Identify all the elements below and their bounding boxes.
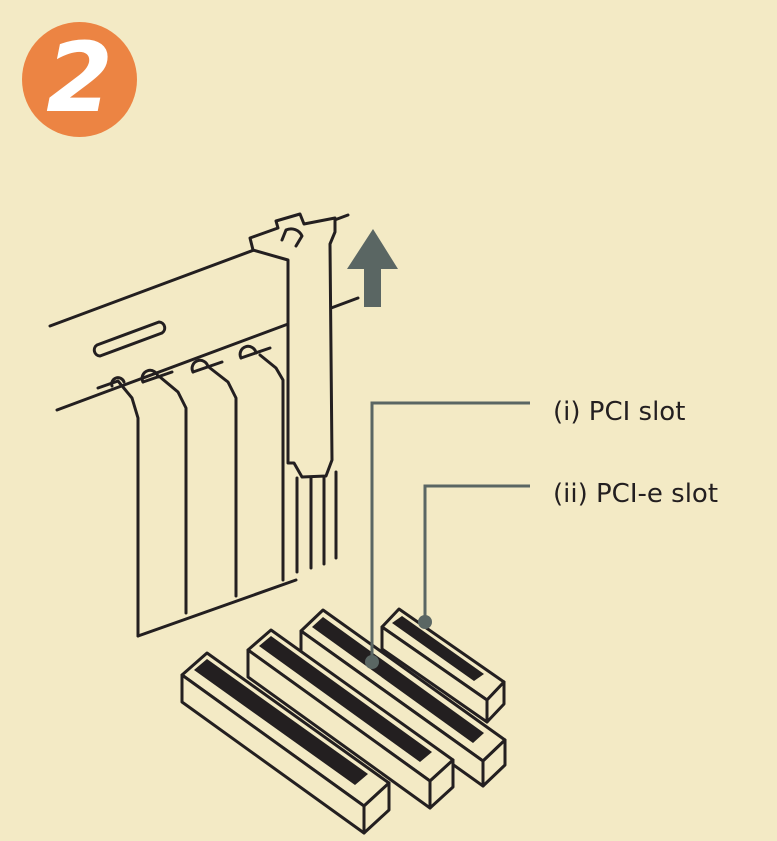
step-number: 2 [46, 22, 113, 134]
slot-pci-1 [180, 651, 391, 835]
up-arrow-icon [347, 229, 398, 307]
removed-bracket [248, 212, 337, 479]
slot-pci-2 [246, 628, 455, 810]
slot-covers [96, 344, 338, 638]
pci-slot-label: (i) PCI slot [553, 397, 686, 427]
slot-pcie [380, 607, 506, 724]
callout-pcie [418, 484, 530, 629]
callout-pci [365, 401, 530, 669]
pcie-slot-label: (ii) PCI-e slot [553, 479, 719, 509]
step-badge: 2 [22, 22, 137, 137]
